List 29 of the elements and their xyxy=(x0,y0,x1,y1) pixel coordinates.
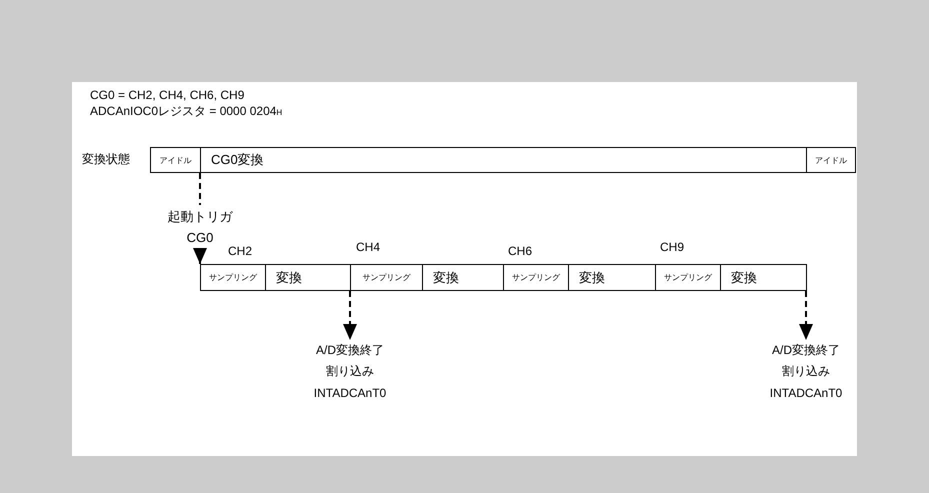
timeline-cell: アイドル xyxy=(806,147,856,173)
channel-label: CH9 xyxy=(660,240,684,254)
timeline-cell: サンプリング xyxy=(655,264,721,291)
annotation-text: A/D変換終了 xyxy=(770,342,841,359)
timeline-cell: 変換 xyxy=(720,264,807,291)
timeline-cell: 変換 xyxy=(568,264,656,291)
annotation-text: INTADCAnT0 xyxy=(312,384,388,402)
channel-label: CH4 xyxy=(356,240,380,254)
timeline-cell: CG0変換 xyxy=(200,147,807,173)
timeline-cell: サンプリング xyxy=(200,264,266,291)
annotation-text: 割り込み xyxy=(781,363,831,380)
annotation-text: CG0 xyxy=(186,229,214,247)
annotation-text: INTADCAnT0 xyxy=(768,384,844,402)
timeline-cell: サンプリング xyxy=(350,264,423,291)
channel-label: CH2 xyxy=(228,244,252,258)
timeline-cell: アイドル xyxy=(150,147,201,173)
annotation-text: A/D変換終了 xyxy=(314,342,385,359)
annotation-text: 割り込み xyxy=(325,363,375,380)
channel-label: CH6 xyxy=(508,244,532,258)
arrow xyxy=(799,291,813,340)
row-label: 変換状態 xyxy=(82,151,130,168)
timeline-cell: サンプリング xyxy=(503,264,569,291)
arrow xyxy=(193,248,207,264)
timeline-cell: 変換 xyxy=(422,264,504,291)
annotation-text: 起動トリガ xyxy=(166,208,234,226)
arrow xyxy=(343,291,357,340)
note-text: CG0 = CH2, CH4, CH6, CH9 xyxy=(90,88,244,102)
dashed-line xyxy=(199,173,201,205)
timeline-cell: 変換 xyxy=(265,264,351,291)
